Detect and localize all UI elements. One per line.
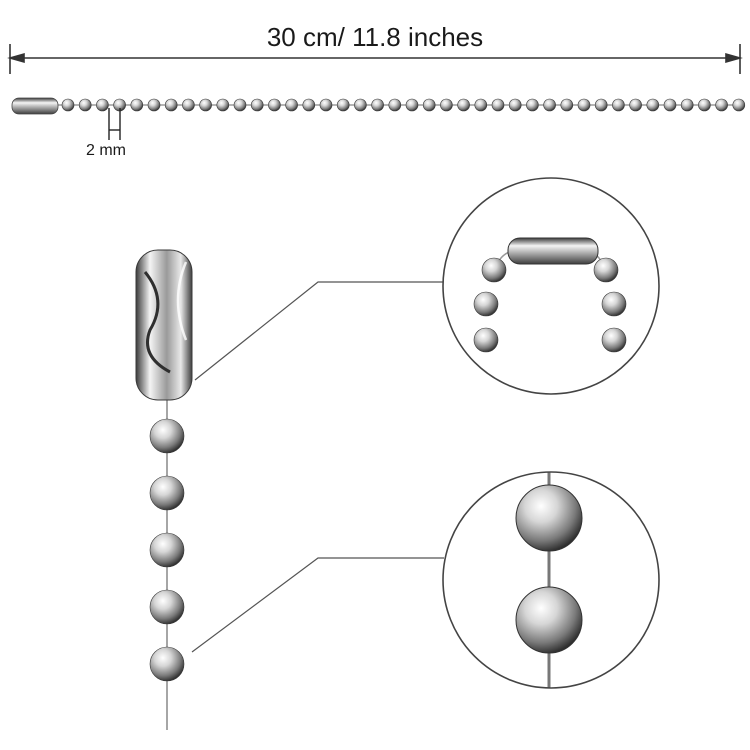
horizontal-clasp <box>11 97 59 115</box>
chain-bead <box>78 98 92 112</box>
chain-bead <box>199 98 212 112</box>
chain-bead <box>371 98 384 112</box>
chain-bead <box>594 98 608 112</box>
chain-bead <box>182 98 195 112</box>
chain-bead <box>491 98 505 112</box>
zoomed-ball <box>515 586 583 654</box>
chain-bead <box>149 532 185 568</box>
chain-bead <box>526 98 539 112</box>
zoomed-bead <box>473 291 499 317</box>
chain-bead <box>508 98 522 112</box>
chain-bead <box>250 98 264 112</box>
zoomed-bead <box>473 327 499 353</box>
chain-bead <box>336 98 350 112</box>
chain-bead <box>302 98 316 112</box>
chain-bead <box>354 98 367 112</box>
chain-bead <box>732 98 746 112</box>
chain-bead <box>474 98 488 112</box>
chain-bead <box>646 98 660 112</box>
chain-bead <box>233 98 247 112</box>
chain-bead <box>216 98 230 112</box>
chain-bead <box>388 98 402 112</box>
chain-bead <box>457 98 470 112</box>
chain-bead <box>663 98 677 112</box>
chain-bead <box>130 98 144 112</box>
clasp-zoom-callout <box>442 177 660 395</box>
chain-bead <box>422 98 436 112</box>
chain-bead <box>149 589 185 625</box>
chain-bead <box>612 98 625 112</box>
chain-bead <box>577 98 591 112</box>
chain-bead <box>698 98 711 112</box>
zoomed-bead <box>601 291 627 317</box>
vertical-chain <box>135 249 193 730</box>
chain-bead <box>164 98 178 112</box>
chain-bead <box>149 418 185 454</box>
chain-bead <box>319 98 333 112</box>
chain-bead <box>680 98 694 112</box>
zoomed-bead <box>601 327 627 353</box>
chain-bead <box>285 98 298 112</box>
chain-bead <box>268 98 281 112</box>
chain-bead <box>149 475 185 511</box>
ball-size-label: 2 mm <box>86 142 126 159</box>
chain-bead <box>405 98 419 112</box>
chain-bead <box>560 98 574 112</box>
zoomed-bead <box>593 257 619 283</box>
length-label: 30 cm/ 11.8 inches <box>266 22 484 52</box>
chain-bead <box>149 646 185 682</box>
zoomed-bead <box>481 257 507 283</box>
chain-bead <box>629 98 642 112</box>
zoomed-ball <box>515 484 583 552</box>
leader-lines <box>191 281 444 653</box>
chain-bead <box>96 98 109 112</box>
length-dimension-line <box>7 44 743 74</box>
chain-bead <box>543 98 556 112</box>
chain-bead <box>715 98 728 112</box>
chain-bead <box>440 98 453 112</box>
ball-zoom-callout <box>442 471 660 689</box>
chain-bead <box>61 98 75 112</box>
vertical-clasp <box>135 249 193 401</box>
ball-size-marker <box>108 108 121 140</box>
chain-bead <box>147 98 161 112</box>
horizontal-chain <box>11 97 746 115</box>
